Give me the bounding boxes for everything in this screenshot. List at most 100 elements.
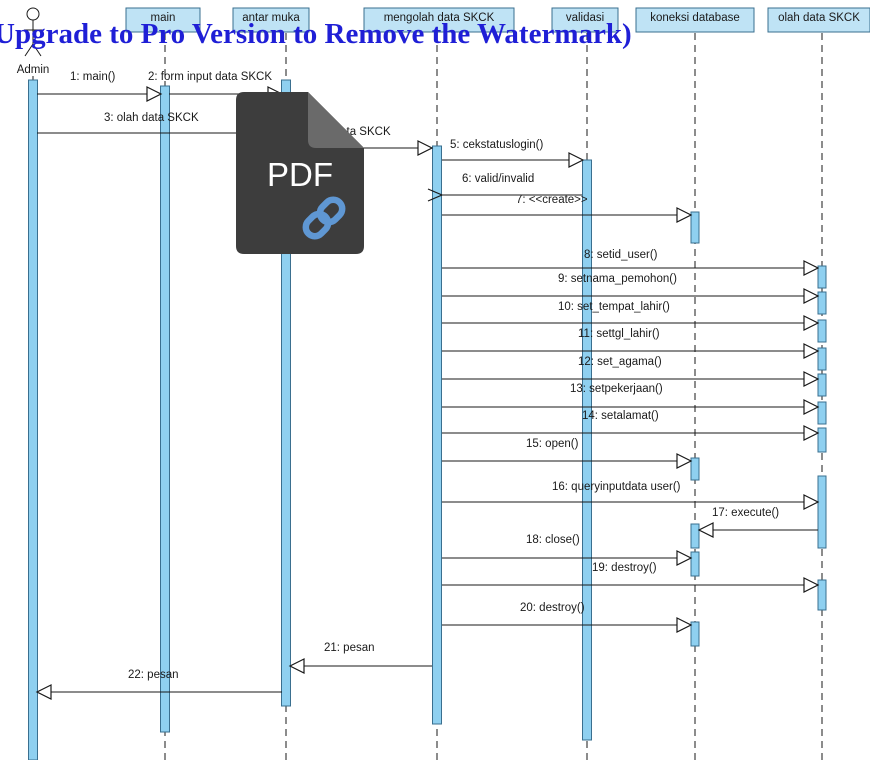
activations-layer [28,79,827,760]
message-label: 14: setalamat() [582,410,659,422]
activation-bar-olah [817,475,827,549]
activation-bar-olah [817,373,827,397]
arrowhead [803,315,820,331]
message-6: 6: valid/invalid [427,173,582,202]
message-label: 1: main() [70,71,116,83]
message-label: 18: close() [526,534,580,546]
message-16: 16: queryinputdata user() [442,481,820,510]
arrowhead [803,399,820,415]
message-11: 11: settgl_lahir() [442,328,820,359]
activation-bar-koneksi [690,551,700,577]
lifeline-header-label: main [151,12,176,24]
message-label: 7: <<create>> [516,194,588,206]
arrowhead [35,684,52,700]
activation-bar-olah [817,319,827,343]
return-arrowhead [427,188,444,202]
arrowhead [803,343,820,359]
message-19: 19: destroy() [442,562,820,593]
message-label: 21: pesan [324,642,375,654]
activation-bar-koneksi [690,457,700,481]
lifeline-header-label: olah data SKCK [778,12,860,24]
activation-bar-main [160,85,170,733]
lifeline-header-antarmuka: antar muka [232,7,310,33]
message-label: 13: setpekerjaan() [570,383,663,395]
activation-bar-olah [817,427,827,453]
pdf-badge-label: PDF [267,156,333,193]
message-label: 16: queryinputdata user() [552,481,681,493]
lifeline-header-main: main [125,7,201,33]
message-7: 7: <<create>> [442,194,693,223]
activation-bar-validasi [582,159,592,741]
lifeline-header-box [767,7,870,33]
message-1: 1: main() [37,71,163,102]
lifeline-header-validasi: validasi [551,7,619,33]
message-17: 17: execute() [697,507,818,538]
lifeline-header-olah: olah data SKCK [767,7,870,33]
headers-layer: main antar muka mengolah data SKCK validasi… [17,7,870,76]
message-label: 11: settgl_lahir() [578,328,660,340]
lifelines-layer [32,33,823,760]
message-9: 9: setnama_pemohon() [442,273,820,304]
pdf-badge: PDF [236,92,364,254]
lifeline-header-box [125,7,201,33]
actor-label: Admin [17,64,50,76]
activation-bar-olah [817,265,827,289]
message-label: 10: set_tempat_lahir() [558,301,670,313]
message-label: 8: setid_user() [584,249,658,261]
message-5: 5: cekstatuslogin() [442,139,585,168]
lifeline-header-box [363,7,515,33]
message-15: 15: open() [442,438,693,469]
message-8: 8: setid_user() [442,249,820,276]
lifeline-header-mengolah: mengolah data SKCK [363,7,515,33]
activation-bar-admin [28,79,38,760]
message-label: 9: setnama_pemohon() [558,273,677,285]
lifeline-header-label: mengolah data SKCK [384,12,495,24]
arrowhead [676,550,693,566]
activation-bar-koneksi [690,211,700,244]
message-22: 22: pesan [35,669,282,700]
lifeline-header-box [551,7,619,33]
arrowhead [568,152,585,168]
arrowhead [803,425,820,441]
activation-bar-mengolah [432,145,442,725]
actor-legs-icon [24,43,42,57]
lifeline-header-koneksi: koneksi database [635,7,755,33]
arrowhead [803,288,820,304]
arrowhead [803,371,820,387]
activation-bar-antarmuka [281,79,291,707]
watermark-text: Upgrade to Pro Version to Remove the Wat… [0,18,632,50]
message-14: 14: setalamat() [442,410,820,441]
arrowhead [697,522,714,538]
message-18: 18: close() [442,534,693,566]
pdf-link-icon [302,196,346,240]
arrowhead [288,658,305,674]
arrowhead [676,617,693,633]
arrowhead [803,494,820,510]
pdf-file-icon: PDF [236,92,364,254]
arrowhead [803,577,820,593]
arrowhead [146,86,163,102]
arrowhead [417,140,434,156]
message-21: 21: pesan [288,642,432,674]
activation-bar-olah [817,291,827,315]
activation-bar-olah [817,401,827,425]
message-label: 17: execute() [712,507,779,519]
arrowhead [676,453,693,469]
message-10: 10: set_tempat_lahir() [442,301,820,331]
lifeline-header-label: antar muka [242,12,300,24]
arrowhead [676,207,693,223]
message-13: 13: setpekerjaan() [442,383,820,415]
lifeline-header-box [635,7,755,33]
message-label: 20: destroy() [520,602,585,614]
activation-bar-koneksi [690,523,700,549]
message-label: 15: open() [526,438,579,450]
message-12: 12: set_agama() [442,356,820,387]
message-label: 19: destroy() [592,562,657,574]
message-label: 6: valid/invalid [462,173,534,185]
lifeline-header-label: koneksi database [650,12,740,24]
message-label: 12: set_agama() [578,356,662,368]
message-label: 5: cekstatuslogin() [450,139,543,151]
lifeline-header-label: validasi [566,12,604,24]
